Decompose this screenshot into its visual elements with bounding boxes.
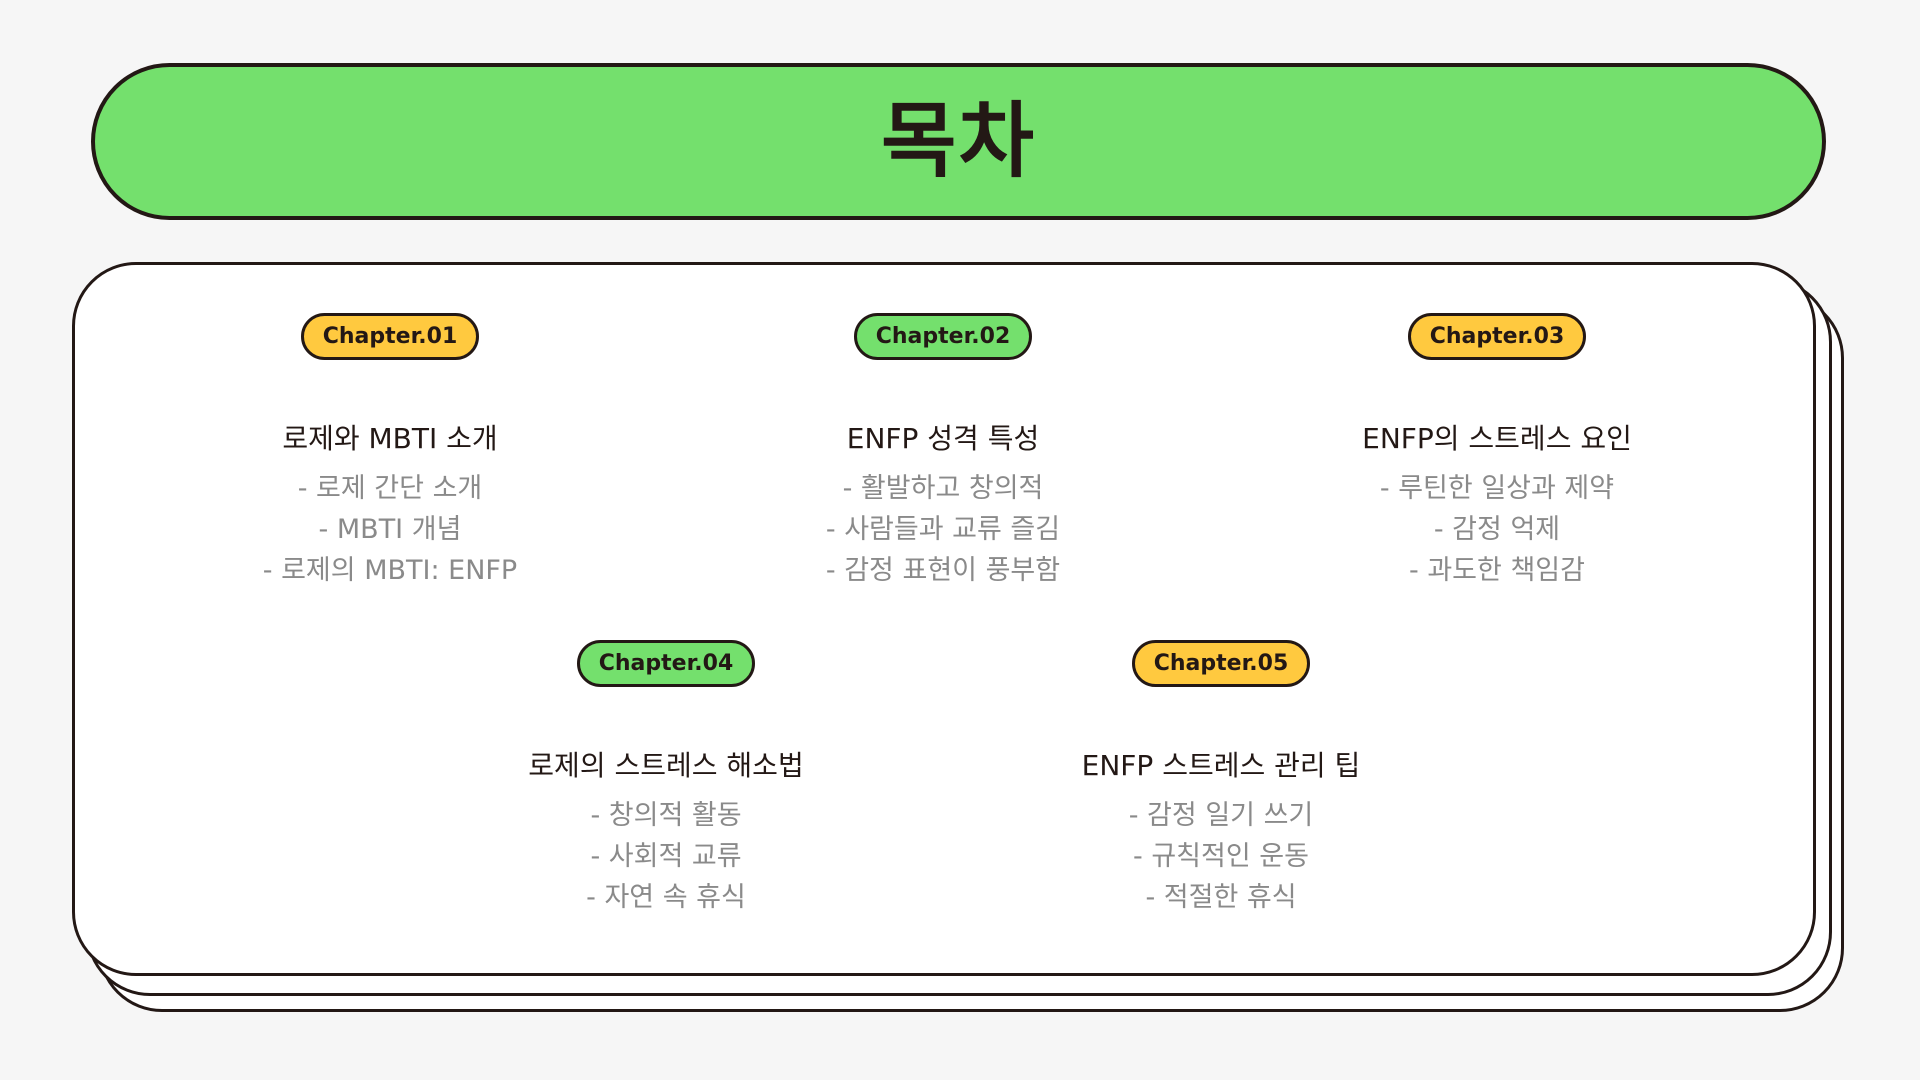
chapter-title: ENFP의 스트레스 요인	[1362, 422, 1632, 455]
chapter-item-list: - 루틴한 일상과 제약 - 감정 억제 - 과도한 책임감	[1380, 468, 1614, 591]
chapter-03: Chapter.03 ENFP의 스트레스 요인 - 루틴한 일상과 제약 - …	[1237, 313, 1757, 591]
chapter-title: 로제의 스트레스 해소법	[528, 749, 804, 782]
chapter-title: ENFP 성격 특성	[846, 422, 1040, 455]
list-item: - 감정 일기 쓰기	[1128, 799, 1314, 831]
list-item: - 창의적 활동	[590, 799, 742, 831]
list-item: - 활발하고 창의적	[842, 472, 1044, 504]
list-item: - 로제 간단 소개	[297, 472, 483, 504]
list-item: - MBTI 개념	[318, 513, 462, 545]
list-item: - 루틴한 일상과 제약	[1379, 472, 1615, 504]
page-title: 목차	[881, 93, 1036, 189]
chapter-badge: Chapter.05	[1132, 640, 1310, 687]
list-item: - 적절한 휴식	[1145, 881, 1297, 913]
chapter-item-list: - 로제 간단 소개 - MBTI 개념 - 로제의 MBTI: ENFP	[263, 468, 517, 591]
list-item: - 감정 억제	[1433, 513, 1561, 545]
list-item: - 사람들과 교류 즐김	[825, 513, 1061, 545]
list-item: - 과도한 책임감	[1409, 554, 1585, 586]
list-item: - 규칙적인 운동	[1133, 840, 1309, 872]
list-item: - 사회적 교류	[590, 840, 742, 872]
chapter-item-list: - 창의적 활동 - 사회적 교류 - 자연 속 휴식	[586, 795, 746, 918]
chapter-04: Chapter.04 로제의 스트레스 해소법 - 창의적 활동 - 사회적 교…	[406, 640, 926, 918]
chapter-item-list: - 활발하고 창의적 - 사람들과 교류 즐김 - 감정 표현이 풍부함	[826, 468, 1060, 591]
chapter-title: 로제와 MBTI 소개	[282, 422, 498, 455]
chapter-badge: Chapter.03	[1408, 313, 1586, 360]
list-item: - 감정 표현이 풍부함	[825, 554, 1061, 586]
chapter-badge: Chapter.01	[301, 313, 479, 360]
chapter-05: Chapter.05 ENFP 스트레스 관리 팁 - 감정 일기 쓰기 - 규…	[961, 640, 1481, 918]
chapter-badge: Chapter.02	[854, 313, 1032, 360]
contents-card	[72, 262, 1816, 976]
chapter-02: Chapter.02 ENFP 성격 특성 - 활발하고 창의적 - 사람들과 …	[683, 313, 1203, 591]
chapter-title: ENFP 스트레스 관리 팁	[1081, 749, 1361, 782]
chapter-01: Chapter.01 로제와 MBTI 소개 - 로제 간단 소개 - MBTI…	[130, 313, 650, 591]
list-item: - 로제의 MBTI: ENFP	[262, 554, 518, 586]
list-item: - 자연 속 휴식	[586, 881, 746, 913]
title-banner: 목차	[91, 63, 1826, 220]
chapter-badge: Chapter.04	[577, 640, 755, 687]
chapter-item-list: - 감정 일기 쓰기 - 규칙적인 운동 - 적절한 휴식	[1129, 795, 1314, 918]
